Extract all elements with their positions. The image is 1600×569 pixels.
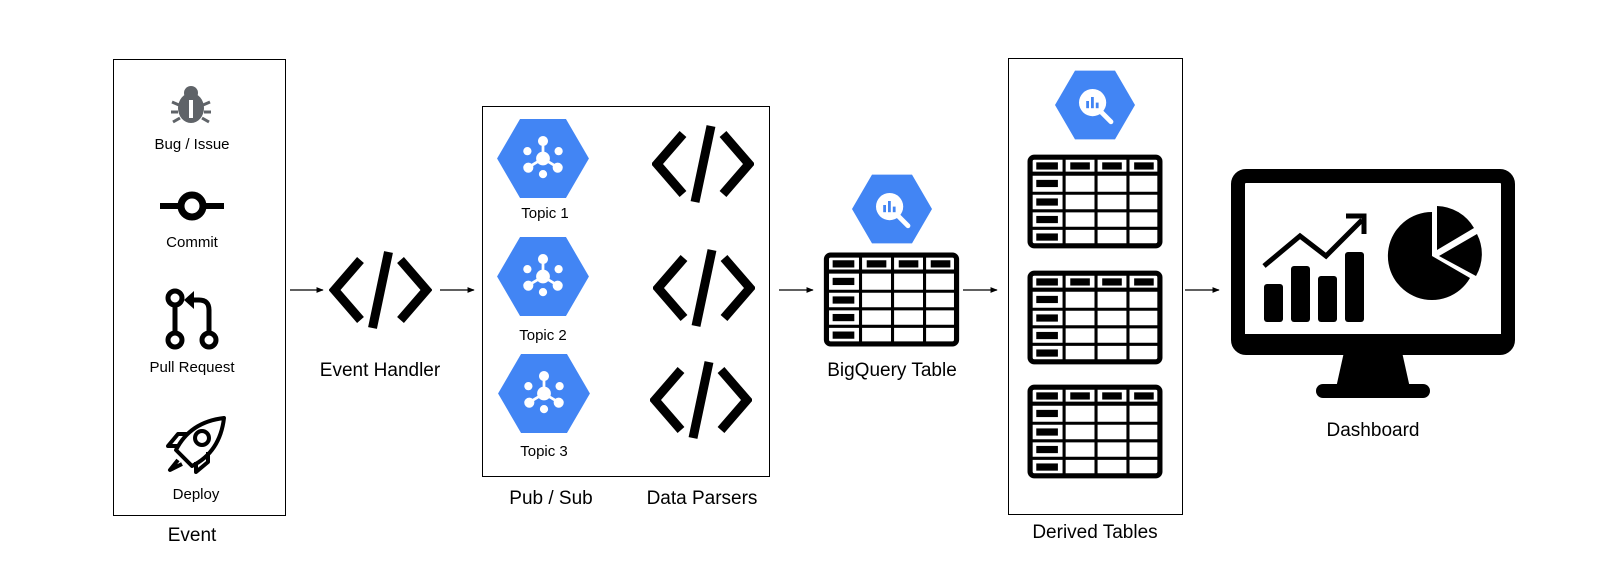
parser-2-code-icon [653,248,755,328]
commit-icon [160,191,224,221]
topic-1-label: Topic 1 [521,205,569,222]
data-parsers-label: Data Parsers [646,488,758,509]
bigquery-table-label: BigQuery Table [827,360,957,381]
parser-1-code-icon [652,124,754,204]
event-item-deploy-label: Deploy [172,486,220,503]
bigquery-table-icon [823,252,960,347]
derived-table-3-icon [1027,384,1163,479]
derived-bigquery-icon [1055,70,1135,140]
bigquery-icon [852,174,932,244]
topic-2-label: Topic 2 [519,327,567,344]
event-handler-code-icon [329,250,432,330]
event-handler-label: Event Handler [319,360,441,381]
pull-request-icon [165,288,219,350]
event-item-commit-label: Commit [166,234,218,251]
derived-table-2-icon [1027,270,1163,365]
bar-chart-icon [1262,213,1367,322]
derived-table-1-icon [1027,154,1163,249]
bug-icon [171,86,211,124]
event-item-bug-label: Bug / Issue [154,136,230,153]
rocket-icon [166,416,226,474]
topic-1-pubsub-icon [497,119,589,198]
pie-chart-icon [1387,206,1482,300]
topic-3-label: Topic 3 [520,443,568,460]
event-item-pull-request-label: Pull Request [149,359,235,376]
parser-3-code-icon [650,360,752,440]
derived-tables-label: Derived Tables [1032,522,1158,543]
topic-2-pubsub-icon [497,237,589,316]
monitor-icon [1231,169,1515,398]
pubsub-label: Pub / Sub [509,488,593,509]
event-label: Event [167,525,217,546]
topic-3-pubsub-icon [498,354,590,433]
dashboard-label: Dashboard [1326,420,1420,441]
